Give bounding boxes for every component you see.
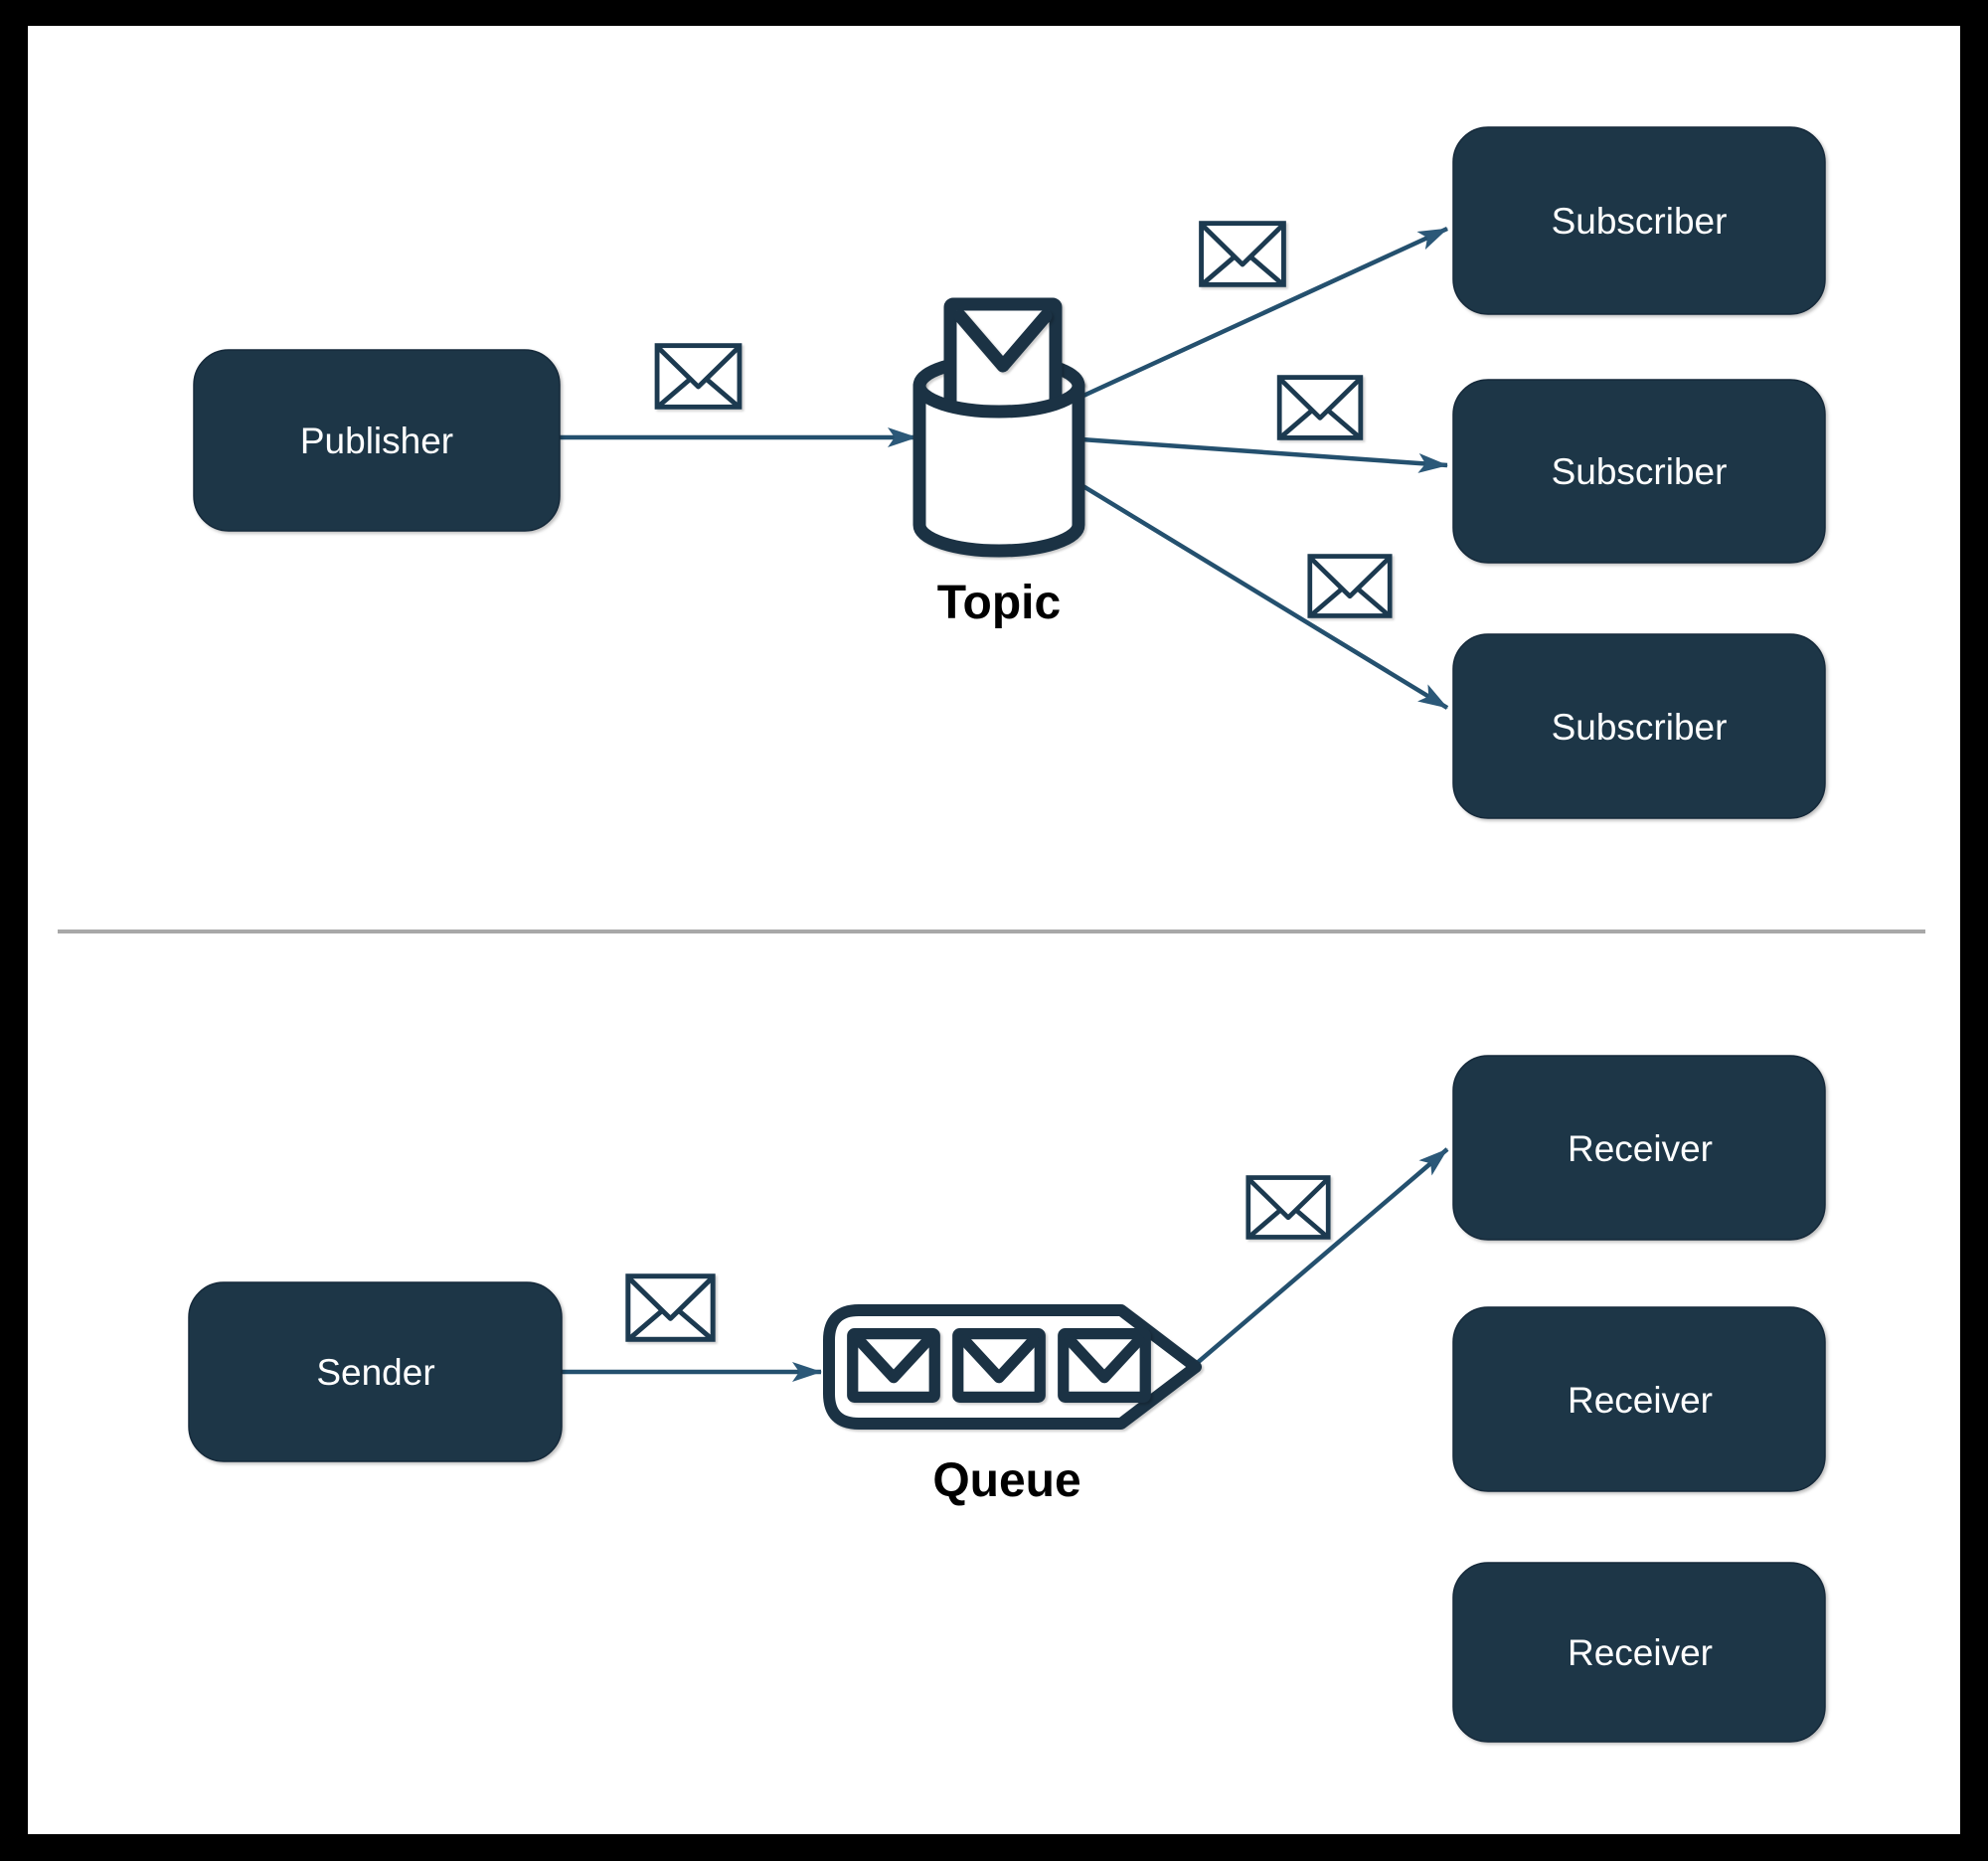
edge-topic-to-subscriber-2: [1080, 436, 1448, 473]
node-receiver-2: Receiver: [1452, 1306, 1826, 1492]
node-subscriber-3: Subscriber: [1452, 633, 1826, 819]
subscriber-label: Subscriber: [1552, 201, 1728, 242]
envelope-icon: [657, 346, 740, 408]
pubsub-section: Publisher Topic Subscriber Subscriber: [193, 126, 1826, 819]
queue-label: Queue: [932, 1454, 1080, 1507]
edge-topic-to-subscriber-1: [1082, 226, 1448, 399]
sender-box: [188, 1281, 563, 1462]
subscriber-label: Subscriber: [1552, 451, 1728, 492]
topic-cylinder-icon: [912, 297, 1085, 558]
queue-channel-icon: [823, 1304, 1202, 1430]
subscriber-box: [1452, 126, 1826, 315]
node-sender: Sender: [188, 1281, 563, 1462]
node-receiver-1: Receiver: [1452, 1055, 1826, 1241]
receiver-label: Receiver: [1568, 1380, 1713, 1421]
publisher-box: [193, 349, 561, 532]
node-publisher: Publisher: [193, 349, 561, 532]
subscriber-box: [1452, 379, 1826, 564]
envelope-icon: [1279, 378, 1361, 438]
envelope-icon: [1248, 1178, 1328, 1238]
publisher-label: Publisher: [300, 421, 453, 461]
subscriber-box: [1452, 633, 1826, 819]
node-receiver-3: Receiver: [1452, 1562, 1826, 1743]
queue-section: Sender Queue Receiver Receiver Receiver: [188, 1055, 1826, 1743]
receiver-box: [1452, 1306, 1826, 1492]
envelope-icon: [958, 1334, 1041, 1398]
edge-topic-to-subscriber-3: [1079, 483, 1449, 710]
edge-queue-to-receiver-1: [1193, 1147, 1449, 1367]
receiver-label: Receiver: [1568, 1128, 1713, 1169]
sender-label: Sender: [316, 1352, 434, 1393]
envelope-icon: [1310, 557, 1390, 616]
cylinder-body: [912, 379, 1085, 558]
envelope-icon: [853, 1334, 935, 1398]
envelope-icon: [1202, 224, 1284, 285]
envelope-icon: [1064, 1334, 1146, 1398]
envelope-icon: [943, 297, 1063, 428]
subscriber-label: Subscriber: [1552, 707, 1728, 748]
envelope-icon: [628, 1276, 713, 1340]
topic-label: Topic: [937, 577, 1061, 629]
receiver-label: Receiver: [1568, 1632, 1713, 1673]
receiver-box: [1452, 1562, 1826, 1743]
receiver-box: [1452, 1055, 1826, 1241]
node-subscriber-2: Subscriber: [1452, 379, 1826, 564]
node-subscriber-1: Subscriber: [1452, 126, 1826, 315]
